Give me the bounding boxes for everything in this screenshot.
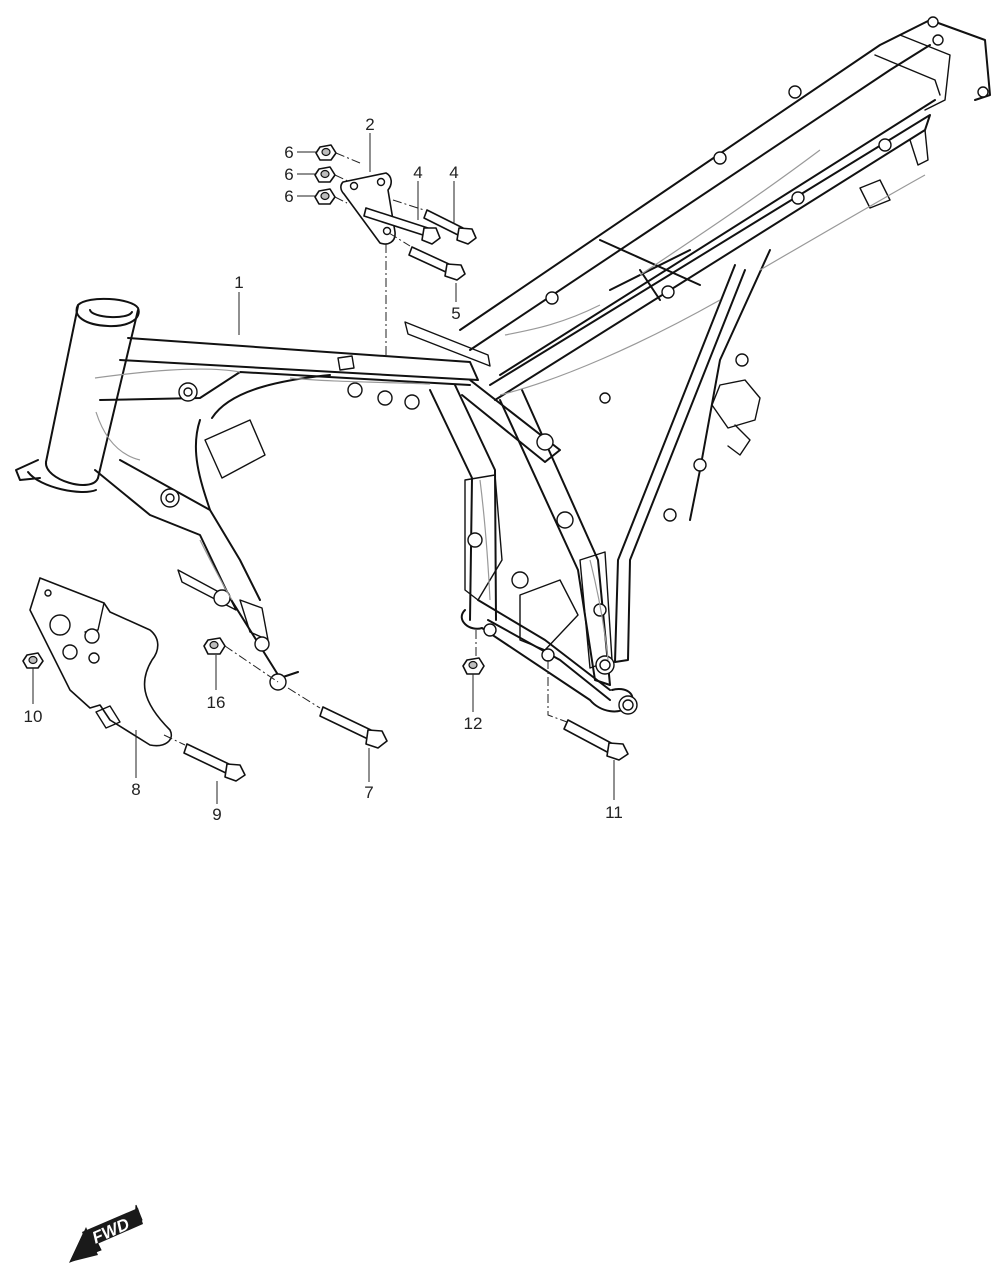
callout-5: 5 (451, 304, 460, 323)
callout-6b: 6 (284, 165, 293, 184)
nut-10 (22, 652, 44, 669)
nut-6b (314, 166, 336, 183)
callout-6c: 6 (284, 187, 293, 206)
bolt-11 (563, 719, 629, 761)
nut-6c (314, 188, 336, 205)
callout-8: 8 (131, 780, 140, 799)
engine-mounting-plate (29, 577, 172, 747)
nut-16 (203, 637, 226, 655)
bolt-4b (423, 209, 477, 245)
callout-16: 16 (207, 693, 226, 712)
callout-11: 11 (605, 803, 623, 822)
main-frame (15, 16, 991, 715)
callout-4b: 4 (449, 163, 458, 182)
callout-9: 9 (212, 805, 221, 824)
callout-4a: 4 (413, 163, 422, 182)
callout-12: 12 (464, 714, 483, 733)
bolt-9 (183, 743, 246, 782)
fwd-arrow-icon: FWD (69, 1204, 143, 1263)
leader-lines (32, 133, 615, 804)
nut-6a (315, 144, 337, 161)
callout-2: 2 (365, 115, 374, 134)
callout-1: 1 (234, 273, 243, 292)
callout-labels: 1 2 4 4 5 6 6 6 7 8 9 10 11 12 16 (24, 115, 623, 824)
fwd-label: FWD (89, 1214, 132, 1247)
callout-10: 10 (24, 707, 43, 726)
callout-6a: 6 (284, 143, 293, 162)
bolt-4a (363, 207, 441, 245)
bolt-5 (408, 246, 466, 281)
callout-7: 7 (364, 783, 373, 802)
nut-12 (462, 657, 485, 675)
assembly-centerlines (163, 152, 568, 746)
bolt-7 (319, 706, 388, 749)
